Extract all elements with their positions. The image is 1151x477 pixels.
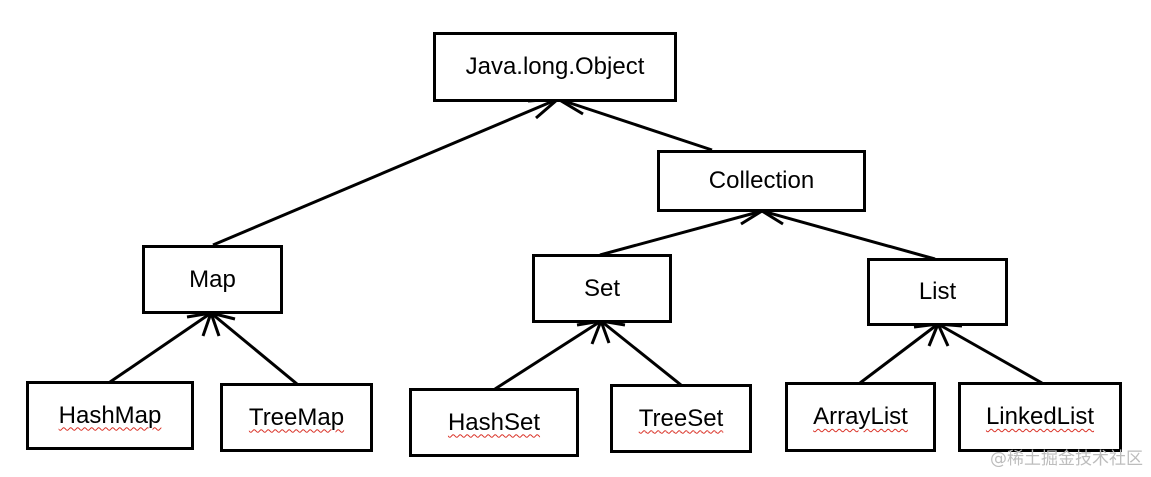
edge-list-to-collection <box>761 209 936 261</box>
node-object-label: Java.long.Object <box>465 53 645 80</box>
edge-treemap-to-map <box>210 311 298 386</box>
edge-set-to-collection <box>599 209 763 257</box>
node-linkedlist-label: LinkedList <box>985 403 1095 430</box>
edge-linkedlist-to-list <box>937 322 1043 385</box>
node-set: Set <box>532 254 672 323</box>
edge-collection-to-object <box>557 97 713 152</box>
node-collection: Collection <box>657 150 866 212</box>
node-hashmap-label: HashMap <box>58 401 162 429</box>
node-hashset: HashSet <box>409 388 579 457</box>
edge-arraylist-to-list <box>859 322 939 385</box>
node-set-label: Set <box>583 274 621 302</box>
node-list-label: List <box>918 278 957 305</box>
node-treemap: TreeMap <box>220 383 373 452</box>
node-map: Map <box>142 245 283 314</box>
node-treeset: TreeSet <box>610 384 752 453</box>
node-collection-label: Collection <box>708 167 815 194</box>
node-linkedlist: LinkedList <box>958 382 1122 452</box>
node-hashmap: HashMap <box>26 381 194 450</box>
node-treemap-label: TreeMap <box>248 403 345 431</box>
node-arraylist: ArrayList <box>785 382 936 452</box>
node-object: Java.long.Object <box>433 32 677 102</box>
watermark-text: @稀土掘金技术社区 <box>990 449 1143 469</box>
edge-hashset-to-set <box>494 319 602 391</box>
node-list: List <box>867 258 1008 326</box>
node-map-label: Map <box>189 265 236 293</box>
node-treeset-label: TreeSet <box>638 404 724 432</box>
edge-map-to-object <box>212 97 559 247</box>
node-hashset-label: HashSet <box>447 408 541 436</box>
edge-hashmap-to-map <box>109 311 212 384</box>
node-arraylist-label: ArrayList <box>813 403 908 430</box>
edge-treeset-to-set <box>600 319 682 387</box>
